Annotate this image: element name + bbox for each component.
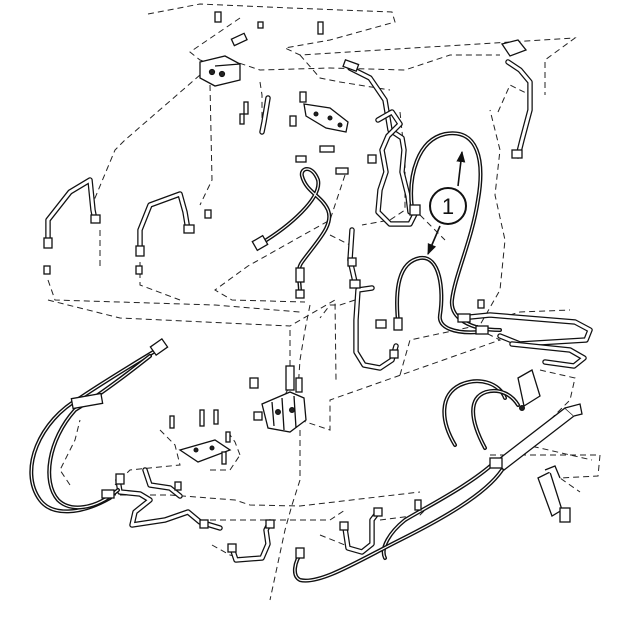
callout-leader-upper xyxy=(456,150,466,187)
top-valve-block xyxy=(199,55,241,87)
callout-1: 1 xyxy=(427,150,467,256)
flexible-hoses xyxy=(29,131,520,583)
callout-circle xyxy=(429,187,467,225)
callout-leader-lower xyxy=(427,225,441,256)
control-valve xyxy=(249,365,307,433)
right-cylinder xyxy=(489,369,583,471)
mounting-plate xyxy=(169,409,232,465)
fittings-and-components xyxy=(43,11,583,559)
rigid-tubes xyxy=(45,59,593,563)
lower-right-actuator xyxy=(537,465,571,523)
upper-bracket xyxy=(303,103,349,133)
dashed-routing-lines xyxy=(47,3,601,601)
callout-number: 1 xyxy=(442,194,454,219)
